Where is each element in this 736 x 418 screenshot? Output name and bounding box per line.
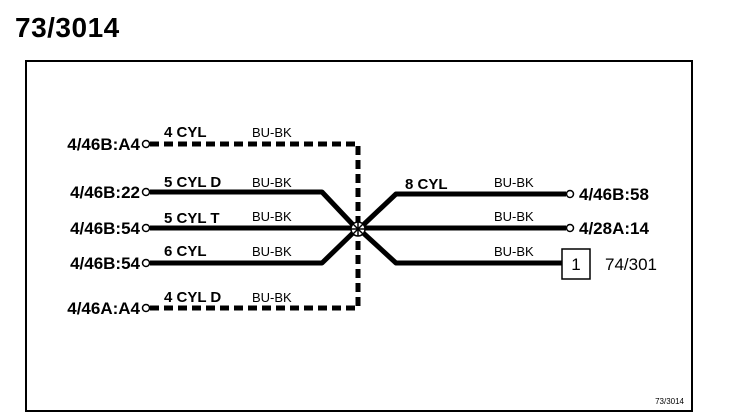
terminal-label[interactable]: 4/46B:A4	[67, 135, 140, 154]
wire-color-label: BU-BK	[252, 209, 292, 224]
pin-icon	[565, 189, 575, 199]
circuit-label: 4 CYL	[164, 124, 207, 141]
terminal-label[interactable]: 4/46B:54	[70, 254, 140, 273]
terminal-label[interactable]: 4/46B:22	[70, 183, 140, 202]
wire-color-label: BU-BK	[494, 244, 534, 259]
diagram-frame	[25, 60, 693, 412]
wire-color-label: BU-BK	[494, 209, 534, 224]
splice-icon	[350, 221, 366, 237]
circuit-label: 4 CYL D	[164, 289, 221, 306]
pin-icon	[141, 223, 151, 233]
terminal-label[interactable]: 4/46B:54	[70, 219, 140, 238]
pin-icon	[141, 139, 151, 149]
connector-number: 1	[571, 255, 580, 274]
pin-icon	[141, 258, 151, 268]
wire-to-connector[interactable]	[358, 228, 562, 266]
terminal-label[interactable]: 4/46B:58	[579, 185, 649, 204]
pin-icon	[141, 303, 151, 313]
pin-icon	[141, 187, 151, 197]
page-title: 73/3014	[15, 12, 120, 43]
circuit-label: 8 CYL	[405, 176, 448, 193]
footer-reference: 73/3014	[655, 397, 684, 406]
pin-icon	[565, 223, 575, 233]
wire-8cyl[interactable]	[358, 191, 566, 230]
wire-6cyl[interactable]	[150, 228, 358, 266]
terminal-label[interactable]: 4/46A:A4	[67, 299, 140, 318]
wire-4cyl-d-dashed[interactable]	[150, 232, 361, 311]
wire-color-label: BU-BK	[252, 290, 292, 305]
wire-color-label: BU-BK	[494, 175, 534, 190]
wire-5cyl-d[interactable]	[150, 189, 358, 230]
connector-box[interactable]	[561, 248, 591, 280]
circuit-label: 6 CYL	[164, 243, 207, 260]
terminal-label[interactable]: 4/28A:14	[579, 219, 649, 238]
wire-color-label: BU-BK	[252, 125, 292, 140]
wire-color-label: BU-BK	[252, 175, 292, 190]
connector-reference[interactable]: 74/301	[605, 255, 657, 274]
circuit-label: 5 CYL D	[164, 174, 221, 191]
circuit-label: 5 CYL T	[164, 210, 220, 227]
wire-color-label: BU-BK	[252, 244, 292, 259]
